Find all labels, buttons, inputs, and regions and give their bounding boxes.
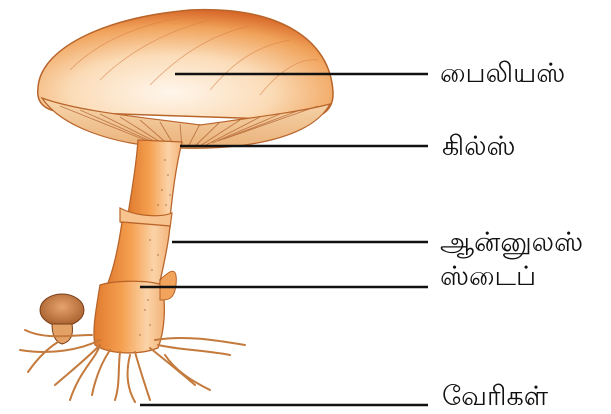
label-roots: வேரிகள் (442, 383, 548, 410)
label-stipe: ஸ்டைப் (440, 263, 536, 290)
stipe (94, 140, 182, 353)
label-pileus: பைலியஸ் (440, 60, 565, 87)
label-annulus: ஆன்னுலஸ் (440, 229, 583, 256)
pileus-cap (38, 10, 333, 120)
label-gills: கில்ஸ் (442, 133, 516, 160)
